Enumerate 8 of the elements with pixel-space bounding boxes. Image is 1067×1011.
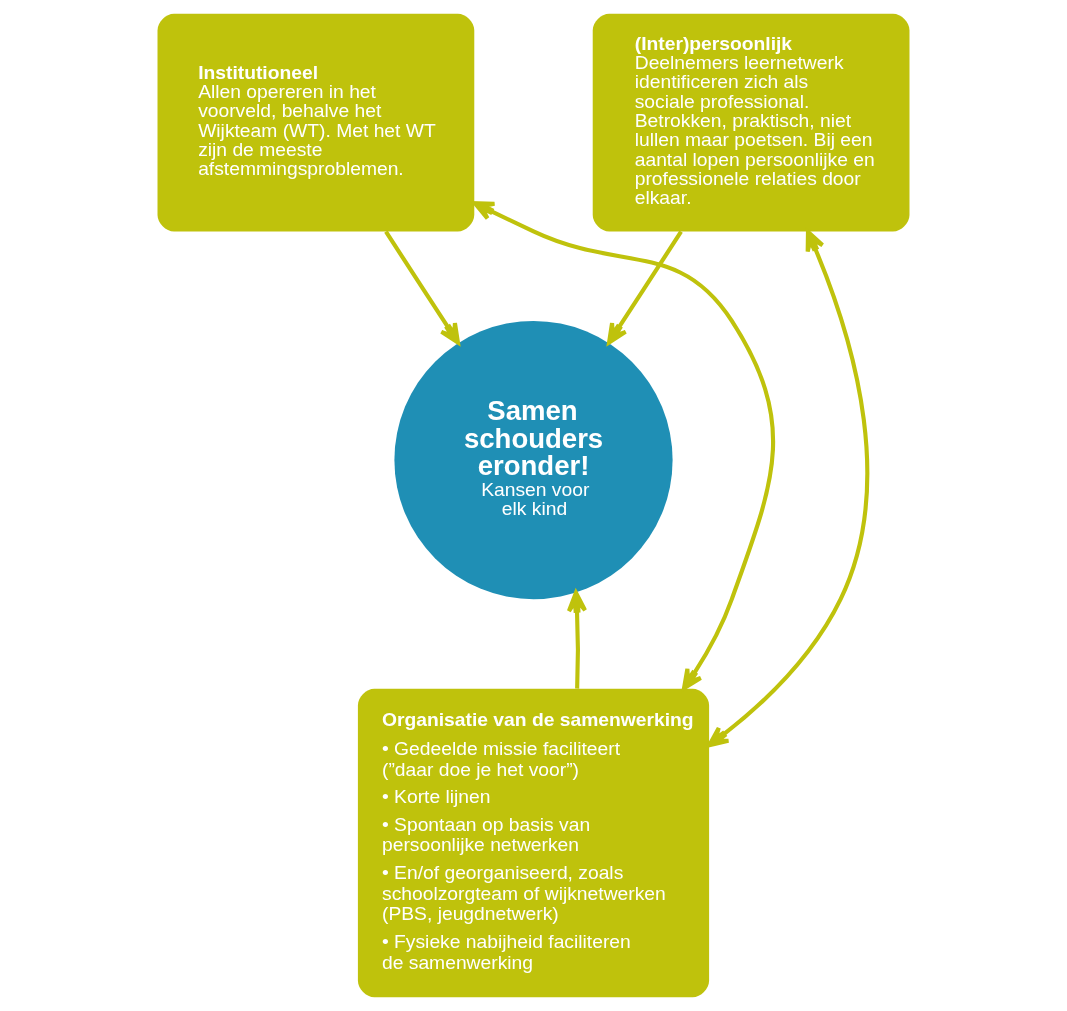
node-box: (Inter)persoonlijk Deelnemers leernetwerk identificeren zich als sociale professional. Betrokken, praktisch, niet lullen maar poetsen. Bij een aantal lopen persoonlijke en professionele relaties door elkaar. xyxy=(592,13,910,232)
arrow xyxy=(472,201,775,691)
arrow xyxy=(566,590,588,689)
arrow xyxy=(607,230,683,345)
node-box: Organisatie van de samenwerking • Gedeelde missie faciliteert (”daar doe je het voor”) • Korte lijnen • Spontaan op basis van persoonlijke netwerken • En/of georganiseerd, zoals schoolzorgteam of wijknetwerken (PBS, jeugdnetwerk) • Fysieke nabijheid faciliteren de samenwerking xyxy=(357,688,710,998)
arrow xyxy=(707,229,870,748)
arrow xyxy=(384,230,460,345)
node-box: Institutioneel Allen opereren in het voorveld, behalve het Wijkteam (WT). Met het WT zijn de meeste afstemmingsproblemen. xyxy=(157,13,475,232)
